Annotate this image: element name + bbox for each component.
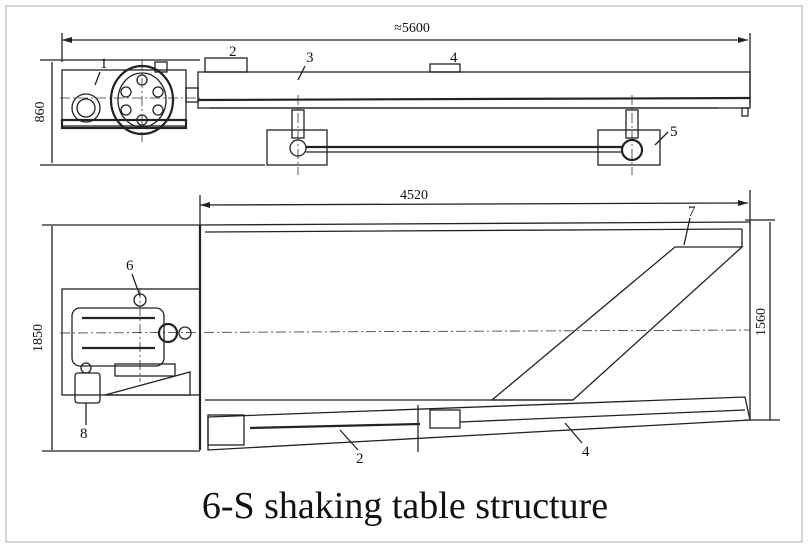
label-8: 8 bbox=[80, 426, 88, 442]
label-6: 6 bbox=[126, 258, 134, 274]
label-7: 7 bbox=[688, 204, 696, 220]
diagram-caption: 6-S shaking table structure bbox=[202, 485, 608, 527]
side-view: ≈5600 860 bbox=[33, 21, 751, 175]
length-dimension: ≈5600 bbox=[61, 21, 751, 105]
height-dim-text: 860 bbox=[33, 102, 48, 123]
label-2-plan: 2 bbox=[356, 451, 364, 467]
deck-width-dimension: 1560 bbox=[745, 219, 780, 421]
support-right bbox=[597, 95, 661, 175]
plan-labels: 6 7 8 2 4 bbox=[80, 204, 696, 467]
label-2: 2 bbox=[229, 44, 237, 60]
diagonal-riffle-zone bbox=[490, 246, 744, 401]
deck-width-dim-text: 1560 bbox=[754, 308, 769, 336]
length-dim-text: ≈5600 bbox=[394, 21, 430, 36]
deck-plan bbox=[59, 221, 751, 452]
deck-side bbox=[197, 57, 751, 117]
launder-strip bbox=[207, 396, 751, 451]
overall-width-dim-text: 1850 bbox=[31, 324, 46, 352]
frame-border bbox=[5, 5, 803, 543]
label-4: 4 bbox=[450, 50, 458, 66]
side-labels: 1 2 3 4 5 bbox=[94, 44, 678, 146]
drive-head-plan bbox=[61, 288, 201, 404]
support-left bbox=[266, 95, 328, 175]
motor-8 bbox=[74, 372, 101, 404]
drive-head-side bbox=[60, 60, 200, 142]
part-4-side bbox=[429, 63, 461, 73]
label-3: 3 bbox=[306, 50, 314, 66]
label-4-plan: 4 bbox=[582, 444, 590, 460]
deck-length-dim-text: 4520 bbox=[400, 188, 428, 203]
label-1: 1 bbox=[100, 56, 108, 72]
part-2-side bbox=[204, 57, 248, 73]
plan-view: 4520 1850 1560 bbox=[31, 188, 780, 467]
label-5: 5 bbox=[670, 124, 678, 140]
height-dimension: 860 bbox=[33, 59, 265, 166]
deck-length-dimension: 4520 bbox=[199, 188, 751, 225]
overall-width-dimension: 1850 bbox=[31, 224, 200, 452]
